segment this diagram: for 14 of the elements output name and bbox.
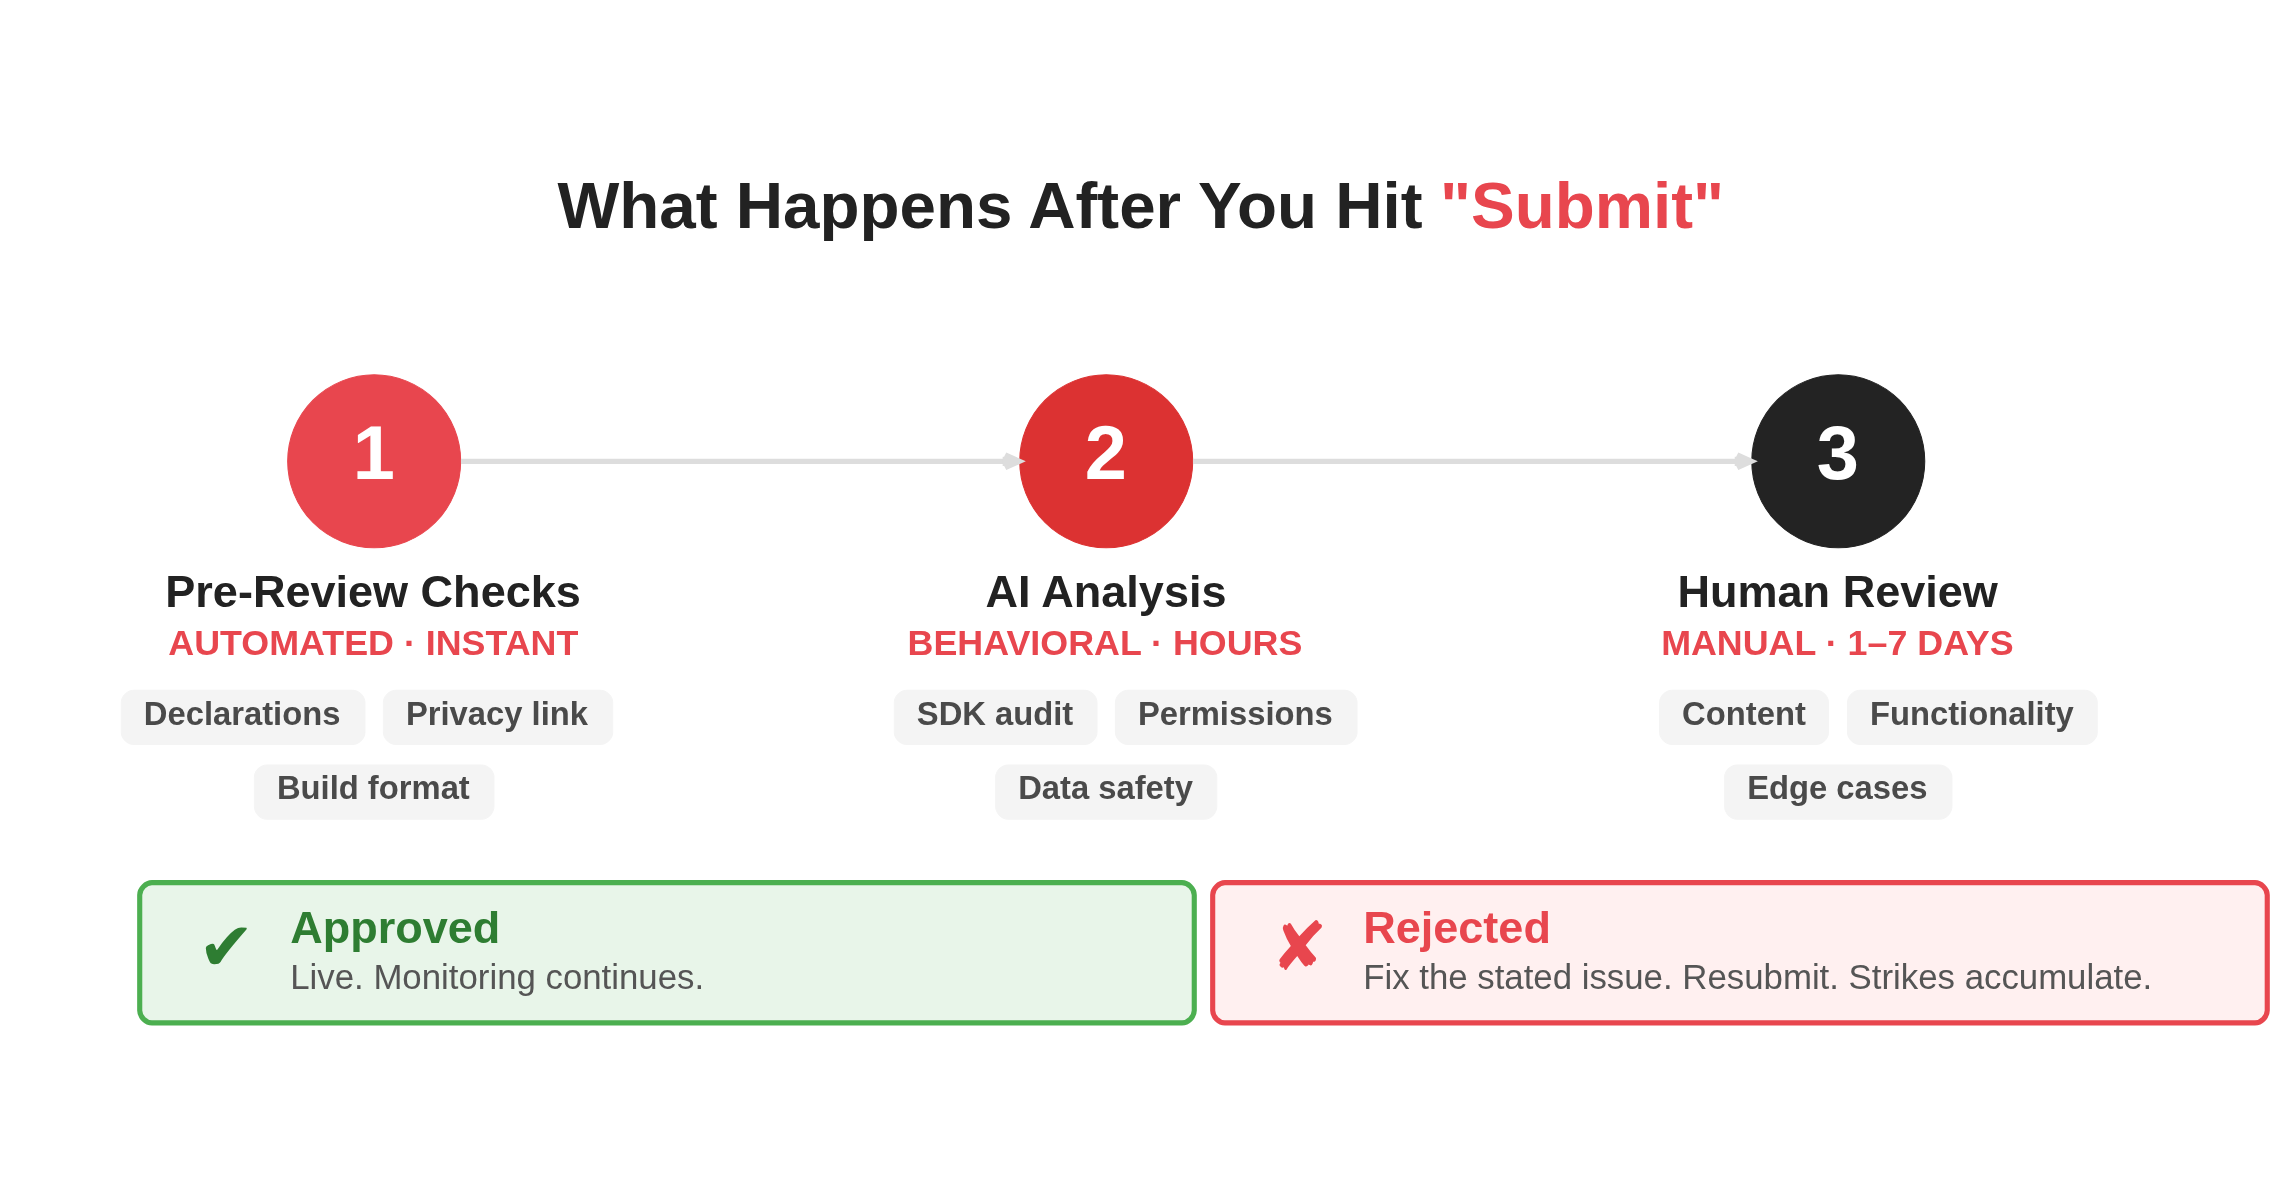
node-circle: 3 xyxy=(1751,373,1926,548)
arrow xyxy=(1193,451,1755,470)
node-circle: 2 xyxy=(1019,373,1194,548)
node-box: ✔ Approved Live. Monitoring continues. xyxy=(137,879,1197,1025)
node-box: ✘ Rejected Fix the stated issue. Resubmit. Strikes accumulate. xyxy=(1210,879,2270,1025)
arrow xyxy=(461,451,1023,470)
node-label: MANUAL · 1–7 DAYS xyxy=(1661,622,2014,663)
diagram-title: What Happens After You Hit "Submit" xyxy=(557,168,1725,242)
node-label: AI Analysis xyxy=(985,565,1227,617)
node-label: Human Review xyxy=(1677,565,1998,617)
node-circle: 1 xyxy=(287,373,462,548)
node-label: BEHAVIORAL · HOURS xyxy=(907,622,1303,663)
node-label: Pre-Review Checks xyxy=(165,565,581,617)
node-label: AUTOMATED · INSTANT xyxy=(168,622,579,663)
